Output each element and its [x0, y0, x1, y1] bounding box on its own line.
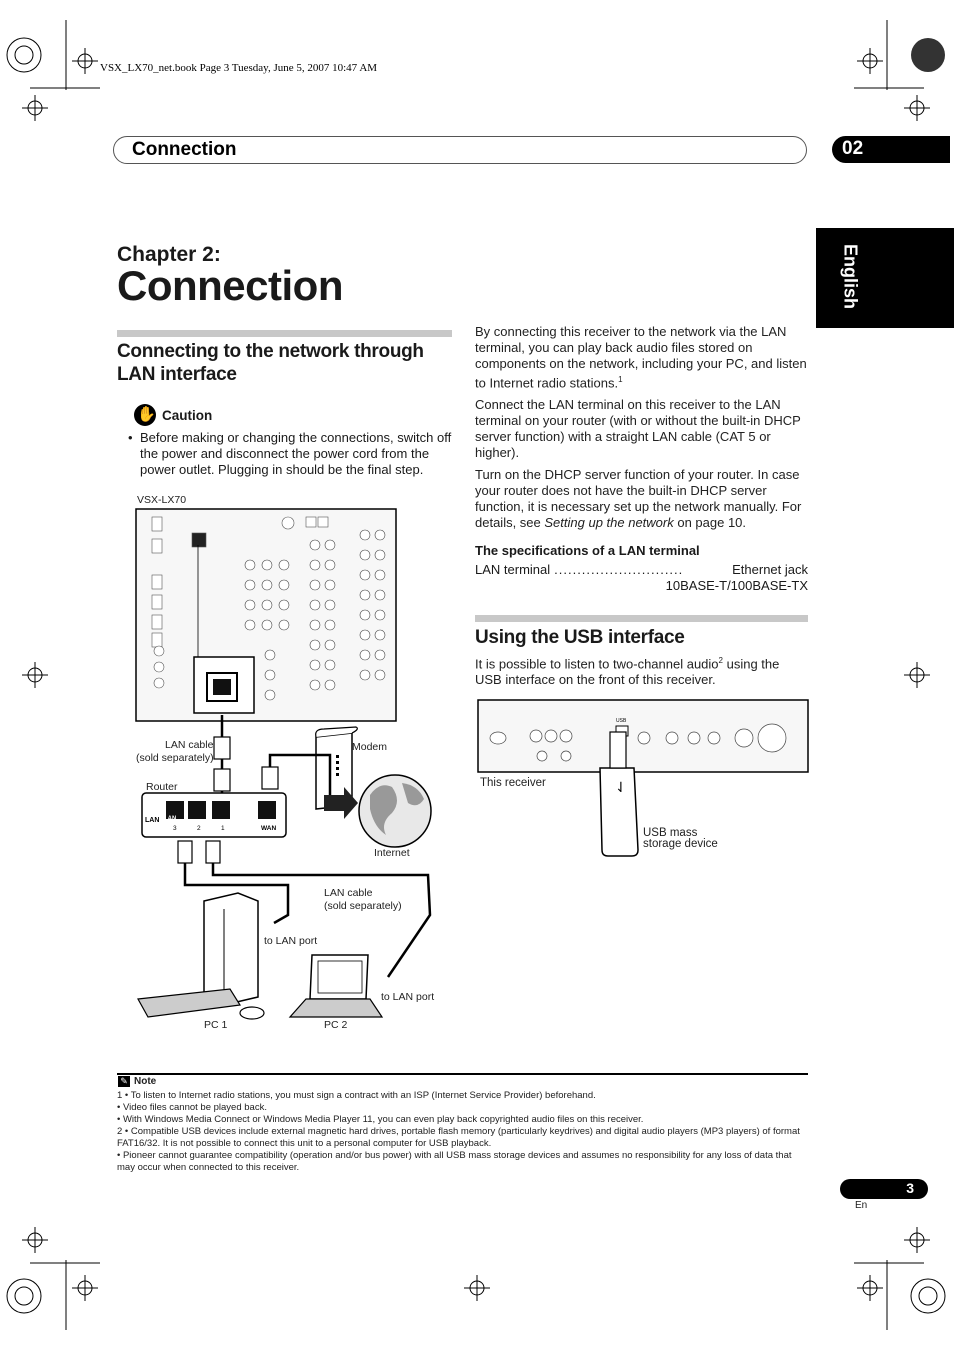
note-pencil-icon: ✎: [118, 1076, 130, 1087]
router-port-1: 1: [221, 825, 225, 832]
sold-separately-label-1: (sold separately): [136, 752, 214, 764]
caution-hand-icon: [134, 404, 156, 426]
lan-section-heading: Connecting to the network through LAN in…: [117, 341, 424, 385]
model-label: VSX-LX70: [137, 494, 187, 506]
paragraph-1: By connecting this receiver to the netwo…: [475, 324, 807, 391]
usb-device-label-1: USB mass: [643, 827, 698, 839]
spec-value-2: 10BASE-T/100BASE-TX: [665, 578, 808, 593]
page-language-code: En: [855, 1200, 868, 1211]
bullet-icon: •: [128, 430, 133, 445]
globe-icon: [358, 774, 432, 848]
note-line-2: • Video files cannot be played back.: [117, 1102, 267, 1113]
usb-section-heading: Using the USB interface: [475, 627, 685, 648]
section-rule: [117, 330, 452, 337]
note-rule: [117, 1073, 808, 1075]
to-lan-port-label-1: to LAN port: [264, 935, 318, 947]
pc1-tower: [203, 892, 259, 1006]
spec-value: Ethernet jack: [732, 562, 808, 577]
note-line-5: • Pioneer cannot guarantee compatibility…: [117, 1150, 792, 1173]
note-title: Note: [134, 1076, 157, 1087]
arrow-icon: [324, 787, 358, 819]
internet-label: Internet: [374, 847, 410, 859]
router-wan-label: WAN: [261, 825, 276, 832]
usb-stick: [599, 767, 639, 857]
language-label: English: [840, 243, 861, 309]
usb-diagram: USB ⇃: [477, 699, 809, 857]
chapter-label: Chapter 2:: [117, 243, 221, 266]
sold-separately-label-2: (sold separately): [324, 900, 402, 912]
caution-label: Caution: [162, 408, 213, 423]
modem-label: Modem: [352, 741, 388, 753]
print-header: VSX_LX70_net.book Page 3 Tuesday, June 5…: [100, 62, 378, 74]
usb-port-label: USB: [616, 718, 627, 724]
spec-label: LAN terminal: [475, 562, 551, 577]
spec-heading: The specifications of a LAN terminal: [475, 543, 700, 558]
section-rule: [475, 615, 808, 622]
pc1-label: PC 1: [204, 1019, 228, 1031]
note-line-1: 1 • To listen to Internet radio stations…: [117, 1090, 596, 1101]
section-header-bar: Connection: [113, 136, 807, 164]
footnote-ref-2: 2: [718, 656, 723, 665]
notes: Note 1 • To listen to Internet radio sta…: [117, 1076, 808, 1174]
network-diagram: LAN LAN WAN 3 2 1: [135, 508, 432, 1020]
note-line-4: 2 • Compatible USB devices include exter…: [117, 1126, 800, 1149]
to-lan-port-label-2: to LAN port: [381, 991, 435, 1003]
setting-up-network-ref: Setting up the network: [544, 515, 674, 531]
router-port-2: 2: [197, 825, 201, 832]
router-lan-label: LAN: [164, 816, 176, 822]
usb-connector: [609, 731, 627, 769]
router-port-3: 3: [173, 825, 177, 832]
pc2-label: PC 2: [324, 1019, 348, 1031]
section-title: Connection: [132, 139, 237, 160]
this-receiver-label: This receiver: [480, 777, 546, 789]
spec-line: LAN terminal ...........................…: [475, 562, 808, 594]
router-lan-text: LAN: [145, 817, 159, 824]
spec-dots: ............................: [554, 562, 684, 577]
usb-device-label-2: storage device: [643, 838, 718, 850]
chapter-number-pill: 02: [832, 136, 950, 163]
language-tab: English: [816, 228, 954, 328]
caution-text: • Before making or changing the connecti…: [128, 430, 453, 478]
chapter-title: Connection: [117, 262, 343, 309]
lan-intro-text: By connecting this receiver to the netwo…: [475, 324, 808, 537]
usb-intro-text: It is possible to listen to two-channel …: [475, 656, 780, 688]
keyboard: [137, 988, 242, 1018]
caution-body: Before making or changing the connection…: [140, 430, 452, 477]
router-label: Router: [146, 781, 178, 793]
footnote-ref-1: 1: [618, 375, 623, 384]
paragraph-2: Connect the LAN terminal on this receive…: [475, 397, 801, 461]
page-number-pill: 3: [840, 1179, 928, 1199]
chapter-number: 02: [842, 138, 864, 159]
lan-cable-label-1: LAN cable: [165, 739, 214, 751]
receiver-back-panel: [135, 508, 397, 722]
usb-symbol-icon: ⇃: [615, 779, 627, 795]
note-line-3: • With Windows Media Connect or Windows …: [117, 1114, 644, 1125]
paragraph-3: Turn on the DHCP server function of your…: [475, 467, 802, 531]
page-number: 3: [906, 1180, 914, 1196]
lan-cable-label-2: LAN cable: [324, 887, 373, 899]
